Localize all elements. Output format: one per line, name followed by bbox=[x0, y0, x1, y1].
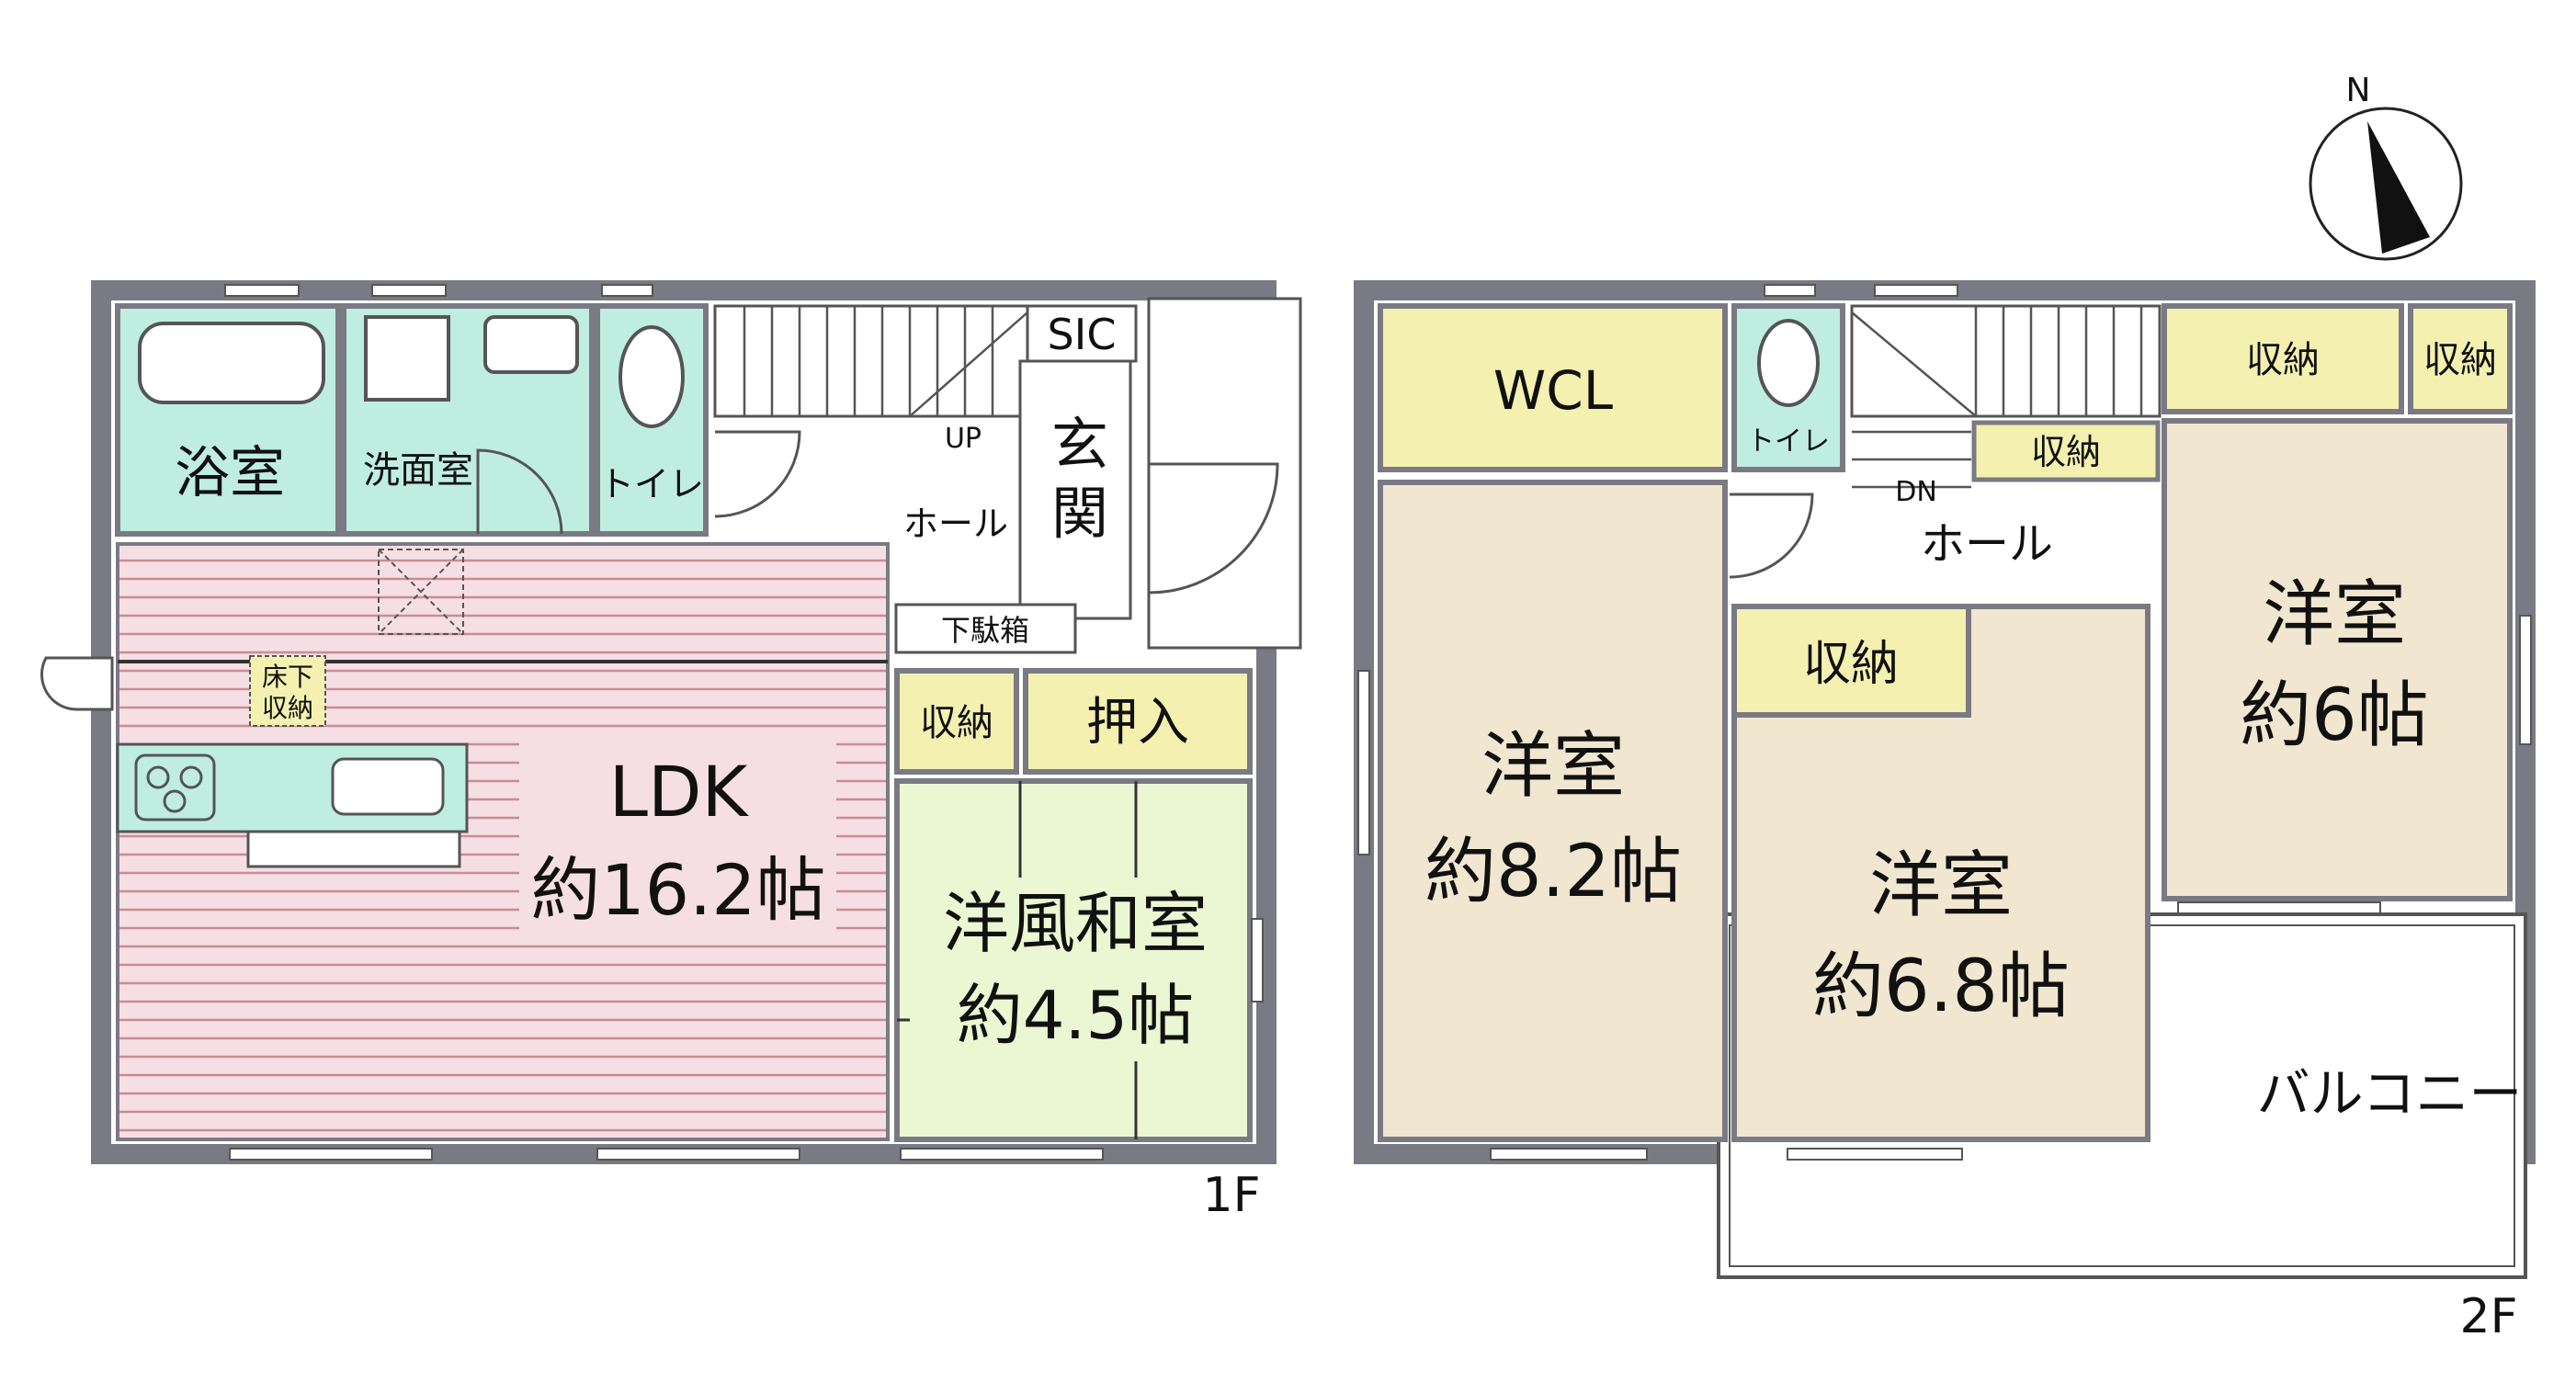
room-b-size-label: 約6.8帖 bbox=[1812, 946, 2070, 1028]
washitsu-size-label: 約4.5帖 bbox=[957, 977, 1195, 1054]
toilet-bowl-2f bbox=[1757, 319, 1820, 407]
stair-treads-2f bbox=[1851, 306, 2143, 489]
room-a-name-label: 洋室 bbox=[1481, 725, 1625, 808]
balcony-label: バルコニー bbox=[2257, 1062, 2523, 1125]
stairs-dn-label: DN bbox=[1895, 476, 1937, 508]
bathtub bbox=[138, 322, 325, 404]
entrance-label-2: 関 bbox=[1051, 480, 1108, 547]
storage-mid-label: 収納 bbox=[1803, 637, 1899, 692]
wcl bbox=[1378, 303, 1728, 472]
washitsu-name-label: 洋風和室 bbox=[943, 885, 1208, 962]
floor-1f-label: 1F bbox=[1203, 1168, 1261, 1223]
ceiling-hatch-x2 bbox=[378, 549, 464, 635]
toilet-bowl-1f bbox=[618, 325, 685, 428]
room-a bbox=[1378, 480, 1728, 1142]
room-c-size-label: 約6帖 bbox=[2240, 674, 2429, 757]
room-c-name-label: 洋室 bbox=[2263, 573, 2406, 656]
patio-door-1f[interactable] bbox=[40, 656, 114, 711]
washing-machine bbox=[364, 315, 450, 402]
storage-1f-label: 収納 bbox=[920, 702, 993, 744]
hall-2f-door-left[interactable] bbox=[1729, 493, 1814, 579]
storage-top-2 bbox=[2408, 303, 2513, 414]
ldk-label-bg bbox=[519, 735, 836, 933]
washroom-label: 洗面室 bbox=[363, 449, 473, 492]
hall-2f-label: ホール bbox=[1921, 518, 2053, 570]
hall-1f-door[interactable] bbox=[714, 430, 801, 518]
north-arrow-icon bbox=[2367, 121, 2430, 254]
storage-hall-2f bbox=[1971, 420, 2161, 482]
floor-2f-label: 2F bbox=[2460, 1289, 2518, 1344]
stairs-up-label: UP bbox=[945, 423, 982, 455]
ceiling-hatch bbox=[378, 549, 464, 635]
room-a-size-label: 約8.2帖 bbox=[1424, 831, 1682, 913]
ldk-name-label: LDK bbox=[609, 751, 750, 833]
toilet-2f-label: トイレ bbox=[1747, 425, 1830, 458]
windows-2f bbox=[1357, 284, 2532, 1161]
shoe-box bbox=[894, 603, 1077, 654]
hall-1f-label: ホール bbox=[903, 504, 1008, 544]
storage-top-1-label: 収納 bbox=[2246, 339, 2320, 381]
storage-mid bbox=[1731, 604, 1971, 718]
ldk-size-label: 約16.2帖 bbox=[530, 849, 825, 931]
kitchen-counter-extension bbox=[246, 830, 461, 868]
compass-north-label: N bbox=[2346, 72, 2371, 109]
storage-top-1 bbox=[2162, 303, 2404, 414]
closet-1f bbox=[1023, 668, 1253, 775]
compass: N bbox=[2309, 72, 2463, 261]
underfloor-storage-label-2: 収納 bbox=[262, 693, 313, 723]
wash-basin bbox=[483, 315, 579, 374]
stove-icon bbox=[134, 753, 216, 821]
stairs-2f bbox=[1850, 304, 2162, 418]
floor-1f: 浴室 洗面室 トイレ UP SIC 玄 関 ホール bbox=[40, 280, 1302, 1223]
wcl-label: WCL bbox=[1493, 359, 1613, 422]
underfloor-storage-label-1: 床下 bbox=[262, 662, 313, 692]
shoe-box-label: 下駄箱 bbox=[941, 613, 1029, 648]
floor-2f: バルコニー WCL トイレ DN 収納 収納 収納 ホール bbox=[1354, 280, 2536, 1344]
entrance-door[interactable] bbox=[1148, 462, 1279, 595]
underfloor-storage-tag bbox=[249, 655, 326, 727]
closet-1f-label: 押入 bbox=[1086, 693, 1189, 753]
stair-treads-1f bbox=[743, 306, 1028, 417]
windows-1f bbox=[224, 284, 1264, 1161]
storage-hall-2f-label: 収納 bbox=[2031, 432, 2101, 472]
sink-icon bbox=[331, 757, 445, 816]
washitsu-label-bg bbox=[910, 878, 1241, 1061]
entrance-label-1: 玄 bbox=[1051, 411, 1108, 478]
room-b-name-label: 洋室 bbox=[1869, 844, 2013, 927]
toilet-1f-label: トイレ bbox=[599, 464, 704, 504]
storage-top-2-label: 収納 bbox=[2423, 339, 2497, 381]
room-c bbox=[2162, 418, 2513, 901]
stairs-1f bbox=[713, 304, 1029, 418]
washroom-door[interactable] bbox=[476, 448, 563, 535]
storage-1f bbox=[894, 668, 1019, 775]
sic-label: SIC bbox=[1048, 310, 1117, 359]
bathroom-label: 浴室 bbox=[175, 441, 285, 505]
